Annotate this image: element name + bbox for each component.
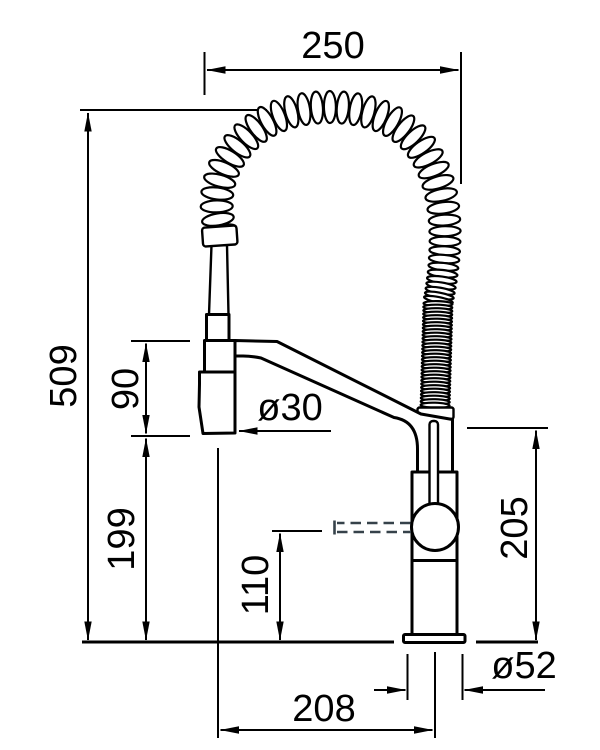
- spray-head: [197, 370, 237, 435]
- spray-head-dock: [205, 313, 231, 342]
- spring-spout: [199, 89, 462, 410]
- dim-spray-head-diameter: ø30: [238, 387, 331, 435]
- hidden-lever: [333, 520, 411, 535]
- handle-ball-joint: [410, 502, 460, 552]
- base-flange: [402, 633, 467, 644]
- dim-spout-width-label: 250: [301, 25, 364, 67]
- dim-spout-reach: 208: [217, 448, 436, 738]
- dim-spray-head-to-deck: 199: [101, 438, 150, 641]
- dim-overall-height-label: 509: [43, 344, 85, 407]
- spray-hose-tube: [207, 243, 230, 316]
- faucet-outline: [82, 89, 538, 644]
- dim-overall-height: 509: [43, 109, 267, 641]
- dim-spray-head-diameter-label: ø30: [257, 387, 322, 429]
- dim-spout-width: 250: [203, 25, 462, 184]
- dim-body-height: 205: [467, 427, 548, 641]
- hose-guide-rod: [428, 419, 440, 515]
- dim-lever-height-label: 110: [235, 555, 277, 616]
- dim-spray-head-length-label: 90: [105, 368, 147, 410]
- dim-spout-reach-label: 208: [292, 688, 355, 730]
- hose-fitting-collar: [200, 224, 239, 248]
- dim-spray-head-length: 90: [105, 340, 190, 437]
- dim-lever-height: 110: [235, 530, 322, 641]
- dim-base-diameter: ø52: [374, 645, 557, 700]
- spray-head-holder: [203, 339, 237, 374]
- dim-base-diameter-label: ø52: [491, 645, 556, 687]
- dim-spray-head-to-deck-label: 199: [101, 507, 143, 570]
- dim-body-height-label: 205: [494, 496, 536, 559]
